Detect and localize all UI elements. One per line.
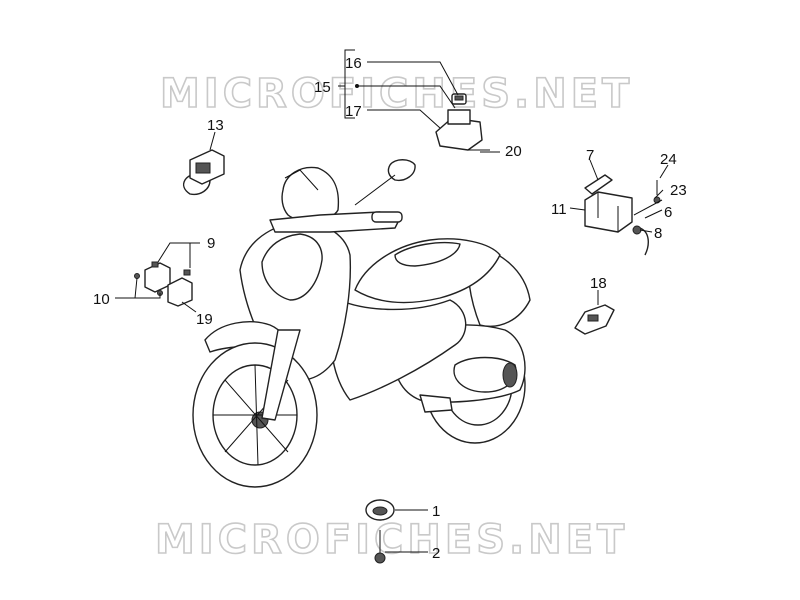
callout-16: 16 bbox=[345, 55, 362, 72]
callout-24: 24 bbox=[660, 151, 677, 168]
callout-18: 18 bbox=[590, 275, 607, 292]
leader-lines bbox=[115, 49, 669, 553]
callout-10: 10 bbox=[93, 291, 110, 308]
battery-part bbox=[584, 174, 633, 233]
relay-part bbox=[189, 149, 225, 185]
callout-labels: 16 15 17 20 13 9 10 19 7 11 24 23 6 8 18… bbox=[93, 55, 687, 562]
callout-23: 23 bbox=[670, 182, 687, 199]
regulator-part bbox=[574, 304, 615, 335]
callout-11: 11 bbox=[551, 201, 567, 218]
callout-15: 15 bbox=[314, 79, 331, 96]
battery-cable-part bbox=[632, 180, 663, 256]
callout-7: 7 bbox=[586, 147, 594, 164]
callout-19: 19 bbox=[196, 311, 213, 328]
callout-20: 20 bbox=[505, 143, 522, 160]
small-relays-part bbox=[134, 261, 193, 307]
watermark-bottom: MICROFICHES.NET bbox=[155, 517, 628, 563]
fuse-holder-part bbox=[435, 109, 490, 151]
watermark-top: MICROFICHES.NET bbox=[160, 71, 633, 117]
callout-2: 2 bbox=[432, 545, 440, 562]
fuse-part bbox=[451, 93, 467, 105]
scooter-illustration bbox=[182, 159, 531, 488]
callout-13: 13 bbox=[207, 117, 224, 134]
callout-8: 8 bbox=[654, 225, 662, 242]
callout-17: 17 bbox=[345, 103, 362, 120]
horn-part bbox=[365, 499, 395, 564]
callout-6: 6 bbox=[664, 204, 672, 221]
callout-1: 1 bbox=[432, 503, 440, 520]
callout-9: 9 bbox=[207, 235, 215, 252]
